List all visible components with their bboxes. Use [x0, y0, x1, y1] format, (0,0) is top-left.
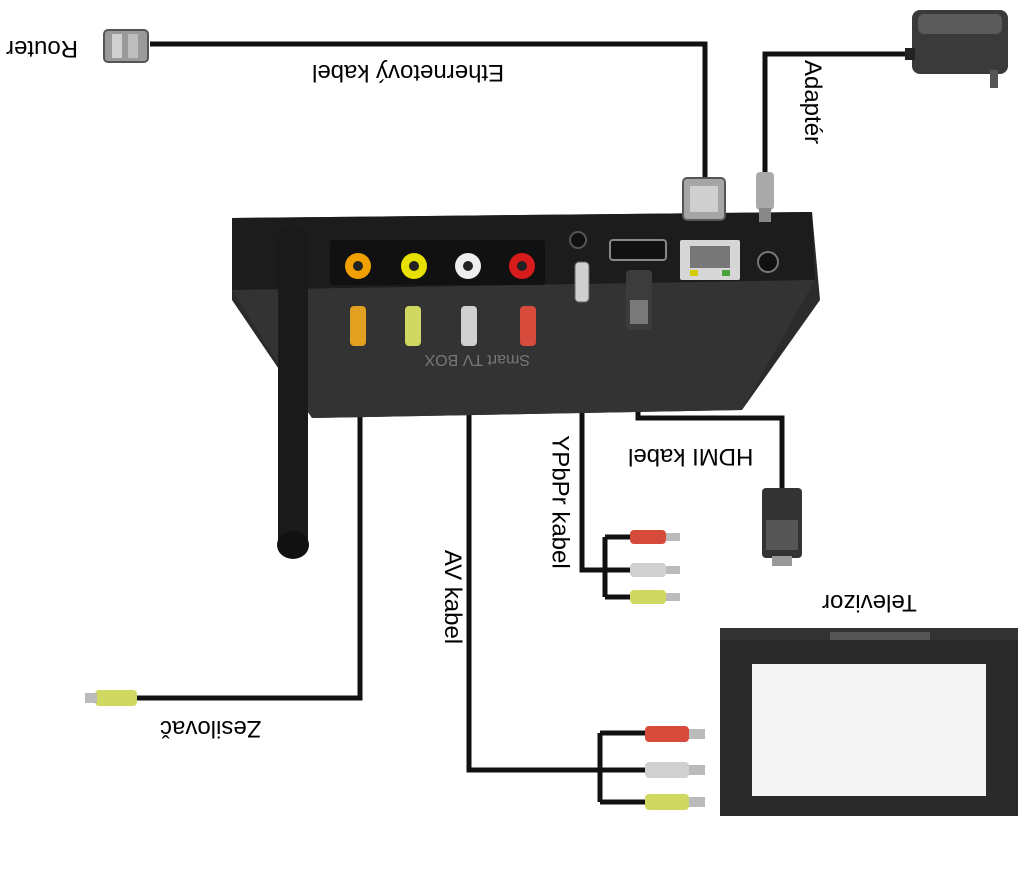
- ethernet-cable-label: Ethernetový kabel: [312, 59, 505, 86]
- hdmi-end-plug: [762, 488, 802, 566]
- amplifier-plug: [85, 690, 137, 706]
- av-end-plugs: [645, 726, 705, 810]
- ypbpr-end-plugs: [630, 530, 680, 604]
- hdmi-port: [609, 239, 667, 261]
- power-adapter: [905, 10, 1008, 88]
- router-label: Router: [6, 35, 79, 62]
- av-cable-line: [466, 388, 600, 773]
- router-plug: [103, 29, 149, 63]
- adapter-cable-line: [762, 51, 912, 175]
- av-cable-label: AV kabel: [439, 549, 467, 645]
- wifi-antenna: [277, 225, 309, 559]
- hdmi-cable-label: HDMI kabel: [628, 443, 754, 470]
- adapter-label: Adaptér: [799, 59, 827, 145]
- television-label: Televizor: [822, 589, 917, 616]
- television: [720, 628, 1018, 816]
- ethernet-cable-line: [150, 41, 708, 180]
- device-marking: Smart TV BOX: [424, 351, 530, 368]
- box-plugs: [350, 172, 774, 346]
- ypbpr-cable-label: YPbPr kabel: [546, 435, 574, 569]
- amplifier-cable-line: [135, 345, 363, 701]
- ypbpr-branch-line: [602, 534, 630, 600]
- amplifier-label: Zesilovač: [160, 715, 262, 742]
- power-port: [757, 251, 779, 273]
- av-branch-line: [597, 730, 645, 805]
- ypbpr-jack: [569, 231, 587, 249]
